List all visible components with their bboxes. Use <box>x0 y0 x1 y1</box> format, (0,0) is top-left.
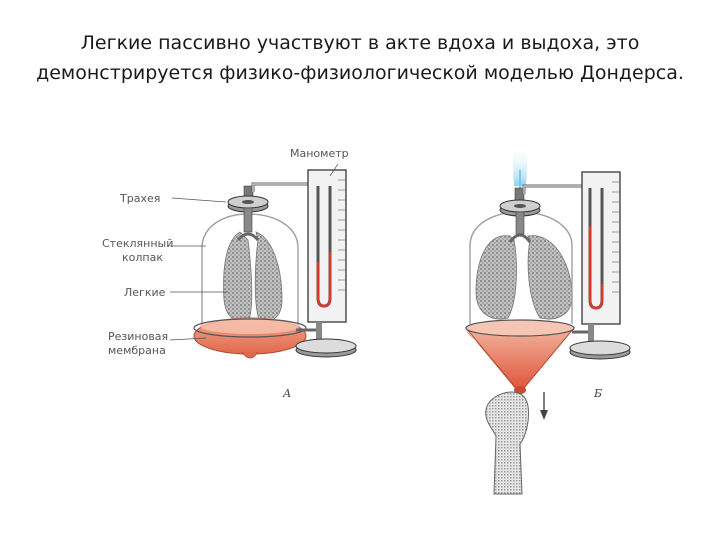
lungs-a <box>223 231 283 323</box>
lungs-b <box>475 233 573 320</box>
label-membrane-line2: мембрана <box>108 344 166 357</box>
rubber-membrane-b <box>464 319 576 394</box>
stopper-a <box>227 185 269 233</box>
manometer-a <box>295 169 357 358</box>
pull-down-arrow-icon <box>540 392 548 420</box>
title-line-1: Легкие пассивно участвуют в акте вдоха и… <box>80 32 640 54</box>
label-lungs: Легкие <box>124 286 166 299</box>
label-membrane-line1: Резиновая <box>108 330 168 343</box>
caption-a: А <box>282 387 291 400</box>
apparatus-a: Манометр Трахея Стеклянный колпак Легкие… <box>102 147 357 400</box>
air-inflow-icon <box>512 146 528 186</box>
label-glass-jar-line1: Стеклянный <box>102 237 173 250</box>
label-manometer: Манометр <box>290 147 349 160</box>
manometer-b <box>569 171 631 360</box>
label-trachea: Трахея <box>119 192 160 205</box>
rubber-membrane-a <box>193 317 307 359</box>
apparatus-b: Б <box>464 146 631 495</box>
stopper-b <box>499 187 541 235</box>
label-glass-jar-line2: колпак <box>122 251 163 264</box>
title-line-2: демонстрируется физико-физиологической м… <box>36 62 684 84</box>
slide-title: Легкие пассивно участвуют в акте вдоха и… <box>20 28 700 88</box>
hand-icon <box>485 391 529 495</box>
caption-b: Б <box>593 387 602 400</box>
